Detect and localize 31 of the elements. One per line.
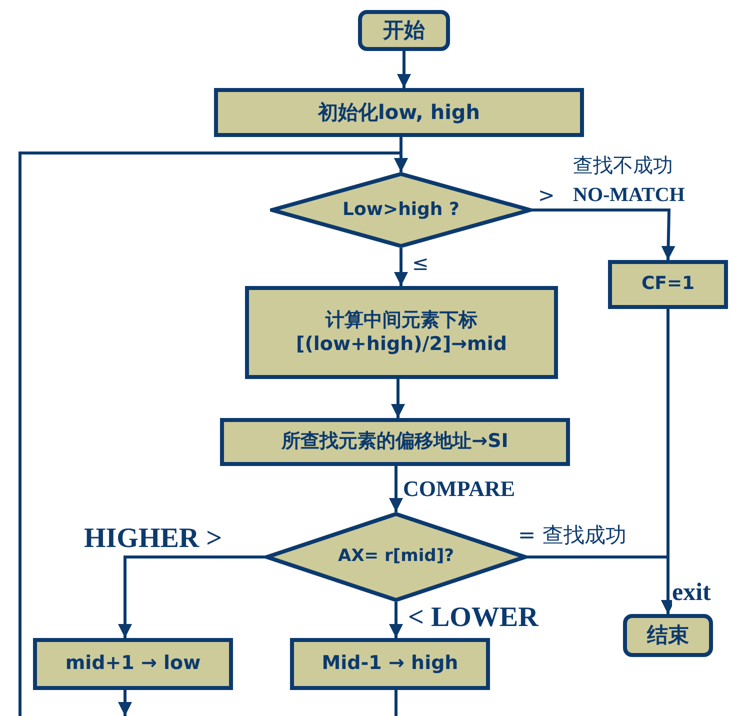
node-text: 开始: [383, 17, 425, 44]
process-box: [214, 88, 584, 137]
node-text: 所查找元素的偏移地址→SI: [282, 430, 508, 454]
process-box: [33, 638, 233, 690]
arrow: [18, 152, 408, 716]
node-text: mid+1 → low: [65, 652, 201, 676]
terminal-box: [623, 614, 713, 657]
arrow: [118, 690, 132, 716]
edge-label: = 查找成功: [518, 524, 626, 548]
decision-diamond: [270, 172, 532, 248]
node-text: 计算中间元素下标: [326, 308, 478, 332]
process-box: [245, 286, 558, 379]
node-text: Low>high ?: [342, 198, 460, 222]
condition-label: 查找不成功: [573, 154, 673, 176]
process-box: [220, 418, 570, 466]
node-text: [(low+high)/2]→mid: [296, 332, 507, 356]
process-box: [608, 260, 728, 309]
arrow: [389, 602, 403, 638]
arrow: [389, 466, 403, 512]
node-text: 初始化low, high: [318, 100, 480, 125]
node-text: CF=1: [641, 273, 695, 296]
process-box: [290, 638, 490, 690]
arrow: [394, 248, 408, 286]
node-text: 结束: [647, 622, 689, 649]
arrow: [532, 208, 676, 260]
node-text: AX= r[mid]?: [338, 546, 454, 568]
arrow: [397, 51, 411, 88]
terminal-box: [358, 10, 450, 51]
node-text: Mid-1 → high: [322, 652, 458, 676]
arrow: [118, 556, 265, 638]
arrow: [391, 379, 405, 418]
